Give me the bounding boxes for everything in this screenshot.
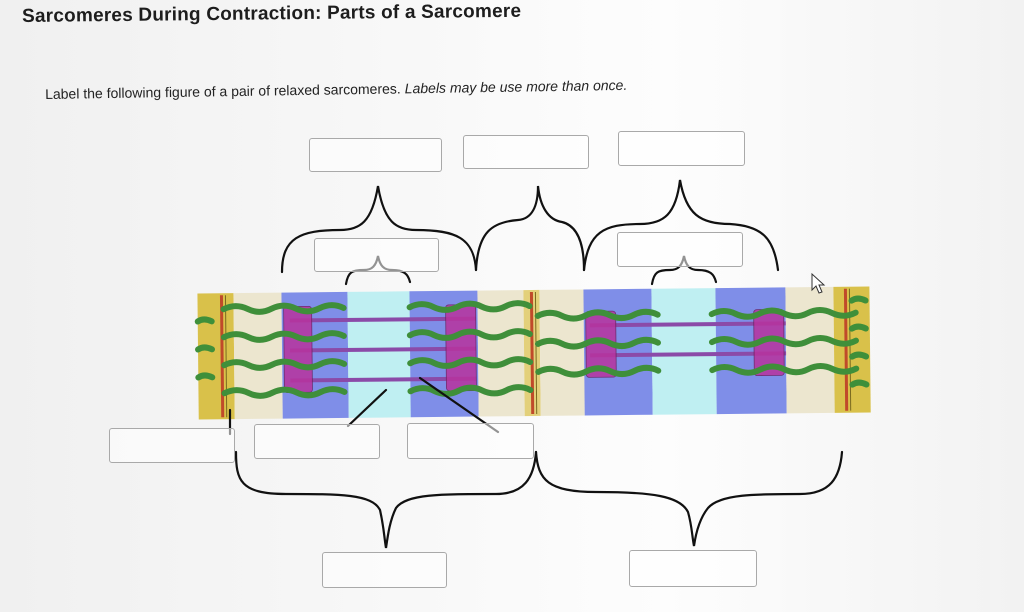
i-band-center-right <box>539 289 585 416</box>
actin-left-2 <box>220 330 347 343</box>
bottom-brace-right <box>534 450 844 547</box>
i-band-left <box>233 292 283 420</box>
myosin-head-cluster <box>445 304 477 392</box>
actin-left-3 <box>221 358 348 371</box>
z-line-right-edge <box>833 286 871 413</box>
myosin-heads <box>283 304 785 393</box>
bottom-brace-left <box>234 450 538 549</box>
actin-edge-right-stub <box>849 351 870 360</box>
myosin-right-2 <box>590 351 787 358</box>
z-disc-center <box>529 291 535 415</box>
actin-center-right-3 <box>535 364 662 378</box>
actin-right-3 <box>709 362 860 376</box>
label-box-lower-mid-right[interactable] <box>407 423 534 459</box>
myosin-left-3 <box>290 376 477 383</box>
myosin-head-cluster <box>283 305 313 393</box>
label-box-bottom-left[interactable] <box>322 552 447 588</box>
myosin-left-2 <box>290 346 477 353</box>
actin-edge-left-stub <box>195 372 216 381</box>
label-box-upper-left-inner[interactable] <box>314 238 439 272</box>
actin-center-left-1 <box>406 300 533 313</box>
actin-filaments <box>194 295 870 399</box>
z-disc-left-shadow <box>224 295 228 418</box>
label-box-bottom-right[interactable] <box>629 550 757 587</box>
h-zone-left <box>347 291 411 418</box>
z-disc-center-shadow <box>534 291 538 414</box>
actin-center-left-3 <box>407 356 534 369</box>
label-box-upper-right-inner[interactable] <box>617 232 743 267</box>
top-brace-right <box>582 179 780 272</box>
actin-center-right-1 <box>534 308 661 322</box>
label-box-top-right[interactable] <box>618 131 745 166</box>
h-zone-right <box>651 288 717 415</box>
label-box-top-left[interactable] <box>309 138 442 172</box>
actin-center-left-4 <box>407 384 534 397</box>
top-brace-middle <box>474 185 586 272</box>
myosin-right-1 <box>589 321 786 328</box>
mouse-cursor-icon <box>811 272 826 294</box>
actin-right-1 <box>708 306 859 320</box>
actin-edge-right-stub <box>848 323 869 332</box>
top-brace-left <box>280 185 478 274</box>
actin-edge-left-stub <box>195 344 216 353</box>
myosin-filaments <box>289 316 787 383</box>
label-box-top-middle[interactable] <box>463 135 589 169</box>
actin-right-2 <box>708 334 859 348</box>
actin-center-left-2 <box>406 328 533 341</box>
myosin-left-1 <box>289 316 476 323</box>
mouse-cursor-shape <box>811 272 826 294</box>
z-disc-lines <box>219 288 852 418</box>
leader-to-h-zone <box>346 388 388 428</box>
i-band-right <box>785 286 835 414</box>
z-disc-left <box>219 295 225 418</box>
z-line-left-edge <box>197 293 235 420</box>
actin-left-4 <box>221 386 348 399</box>
actin-edge-left-stub <box>194 316 215 325</box>
label-box-lower-mid-left[interactable] <box>254 424 380 459</box>
actin-edge-right-stub <box>849 379 870 388</box>
label-box-left-z[interactable] <box>109 428 235 463</box>
actin-edge-right-stub <box>848 295 869 304</box>
z-disc-right-shadow <box>848 288 852 411</box>
actin-left-1 <box>220 302 347 315</box>
actin-center-right-2 <box>534 336 661 350</box>
z-disc-right <box>843 288 849 411</box>
